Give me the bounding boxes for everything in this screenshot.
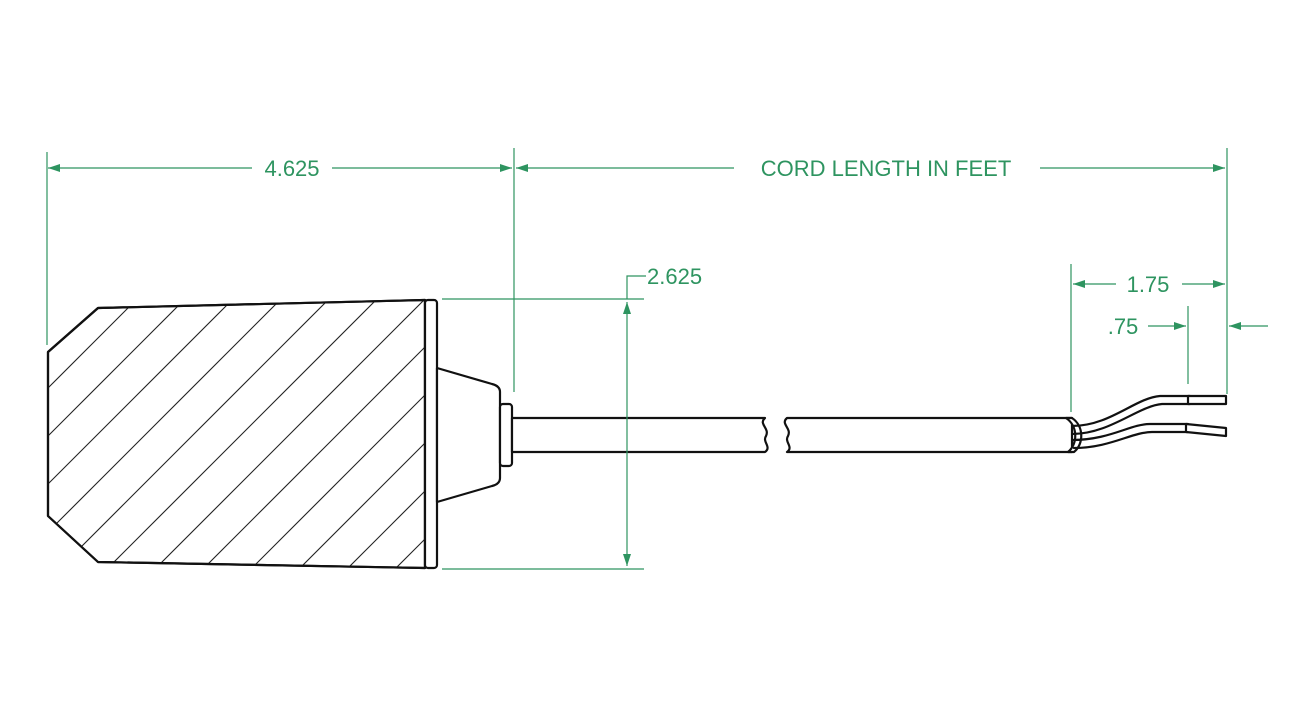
lead-wire-lower [1070, 422, 1190, 442]
lead-wire-upper-edge [1070, 402, 1192, 436]
part-body [46, 298, 427, 570]
hatch-line [48, 300, 425, 568]
leader-diameter [626, 275, 646, 299]
hatch-line [48, 300, 425, 568]
hatch-line [48, 300, 425, 568]
hatch-line [51, 300, 425, 568]
boot-collar [498, 402, 514, 468]
conductor-lower [1184, 422, 1228, 438]
strain-relief-boot [435, 366, 502, 504]
hatch-line [48, 300, 425, 568]
cord-segment-right [783, 416, 1074, 454]
end-cap [423, 298, 439, 570]
cord-segment-left [510, 416, 769, 454]
dimension-cord-length: CORD LENGTH IN FEET [761, 156, 1012, 181]
dimension-body-diameter: 2.625 [647, 264, 702, 289]
cord [510, 416, 1083, 454]
hatch-line [48, 300, 425, 568]
hatch-line [48, 300, 425, 568]
dimension-layer: 4.625 CORD LENGTH IN FEET 2.625 1.75 .75 [46, 148, 1268, 570]
conductor-upper [1186, 394, 1228, 406]
body-outline [46, 298, 427, 570]
hatch-line [48, 300, 425, 568]
lead-wires [1070, 394, 1228, 450]
body-hatching [48, 300, 425, 568]
dimension-jacket-strip: 1.75 [1127, 272, 1170, 297]
dimension-lead-strip: .75 [1108, 314, 1139, 339]
lead-wire-upper [1070, 394, 1192, 428]
lead-wire-lower-edge [1072, 430, 1190, 450]
dimension-body-length: 4.625 [264, 156, 319, 181]
